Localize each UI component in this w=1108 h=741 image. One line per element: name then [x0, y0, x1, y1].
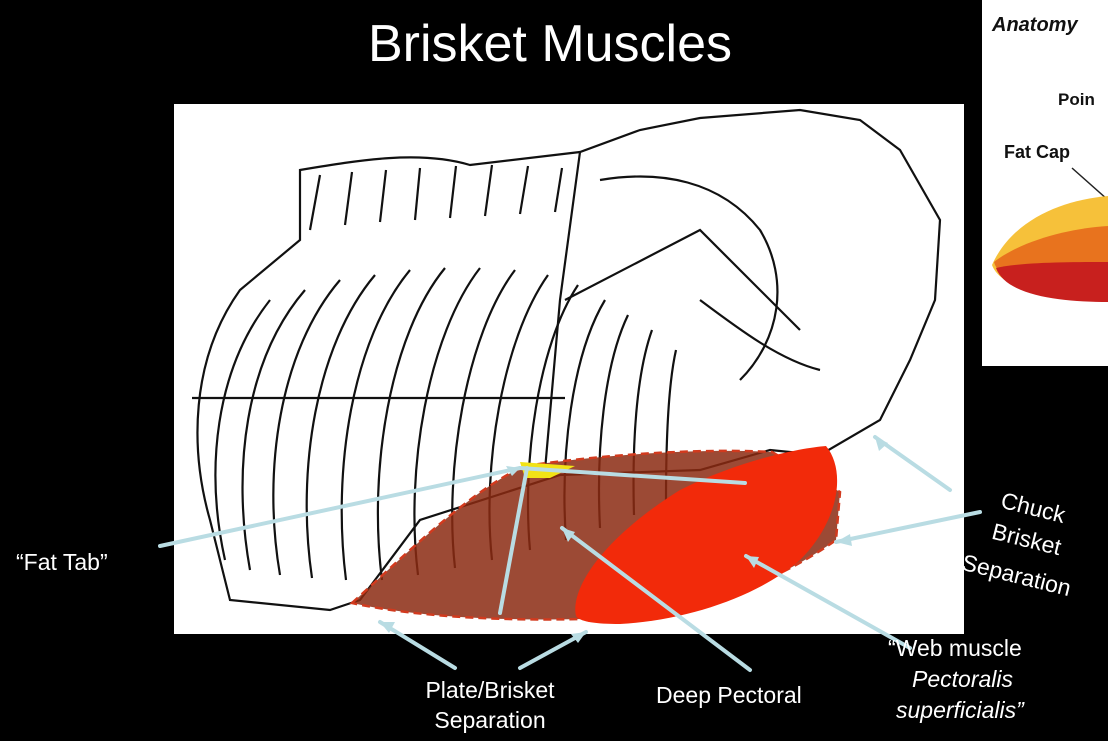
chuck-brisket-pointer-b [836, 512, 980, 542]
web-muscle-pointer [746, 556, 910, 648]
chuck-brisket-pointer-a [875, 437, 950, 490]
web-muscle-label: “Web muscle [888, 634, 1022, 662]
plate-brisket-pointer-a [380, 622, 455, 668]
plate-brisket-separation-label: Separation [380, 706, 600, 734]
pectoralis-label: Pectoralis [912, 665, 1013, 693]
deep-pectoral-label: Deep Pectoral [656, 681, 802, 709]
superficialis-label: superficialis” [896, 696, 1024, 724]
plate-brisket-label: Plate/Brisket [380, 676, 600, 704]
fat-tab-label: “Fat Tab” [16, 548, 108, 576]
